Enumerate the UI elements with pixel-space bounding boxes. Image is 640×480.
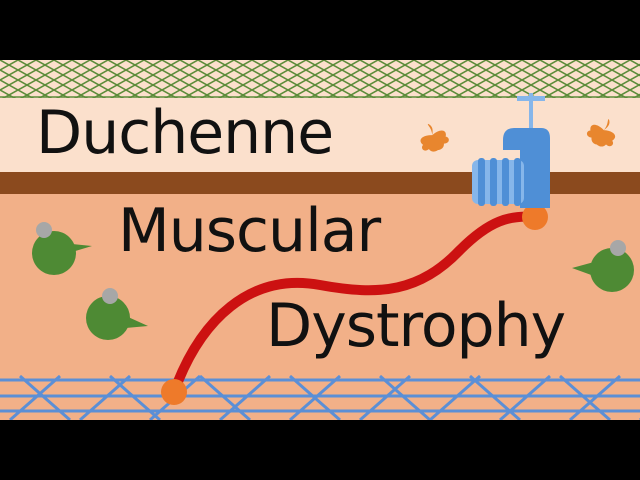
title-line-3: Dystrophy [266, 291, 566, 361]
faucet-receptor-icon [472, 93, 550, 208]
dystrophin-end-cap [161, 379, 187, 405]
extracellular-mesh [0, 60, 640, 98]
top-letterbox [0, 0, 640, 60]
title-line-2: Muscular [118, 196, 381, 266]
globule-icon [86, 288, 148, 340]
leaf-icon [586, 119, 616, 147]
title-line-1: Duchenne [36, 98, 334, 168]
dystrophin-strand [169, 211, 540, 397]
dystrophin-end-cap [522, 204, 548, 230]
leaf-icon [420, 123, 449, 152]
cytoskeleton-grid [0, 375, 640, 420]
globule-icon [32, 222, 92, 275]
globule-icon [572, 240, 634, 292]
bottom-letterbox [0, 420, 640, 480]
